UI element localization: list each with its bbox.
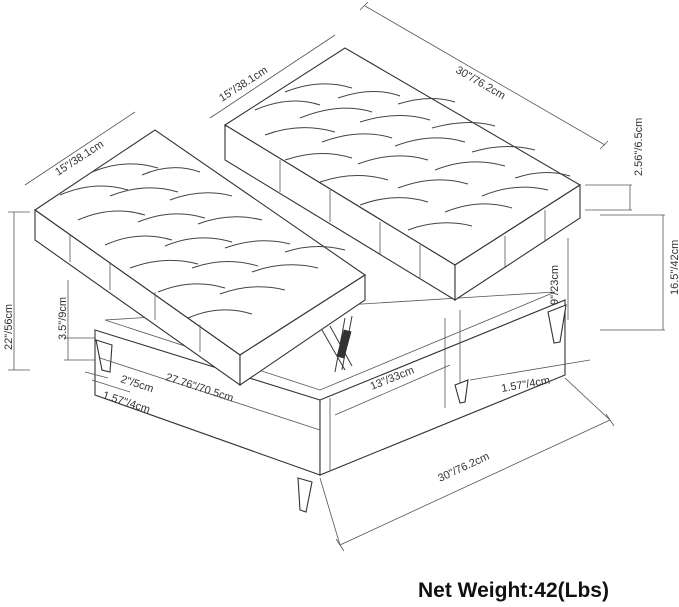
lift-hinge [321,315,353,373]
label-storage-height: 9"/23cm [549,265,561,305]
label-cushion-thickness: 2.56"/6.5cm [633,118,645,176]
left-cushion-lifted [34,129,366,387]
leg-left [95,339,113,373]
dimension-lines [8,1,665,552]
leg-right [547,304,567,344]
net-weight-label: Net Weight:42(Lbs) [418,579,609,602]
label-top-width: 30"/76.2cm [454,64,508,102]
right-cushion [223,47,582,302]
label-lifted-height: 22"/56cm [3,304,15,350]
ottoman-legs [95,304,567,513]
label-total-height: 16.5"/42cm [669,240,679,295]
leg-front [297,477,313,513]
label-shelf-gap: 3.5"/9cm [57,297,69,340]
leg-back [454,379,469,404]
label-top-depth-right: 15"/38.1cm [217,64,270,104]
label-base-width: 30"/76.2cm [436,450,491,484]
